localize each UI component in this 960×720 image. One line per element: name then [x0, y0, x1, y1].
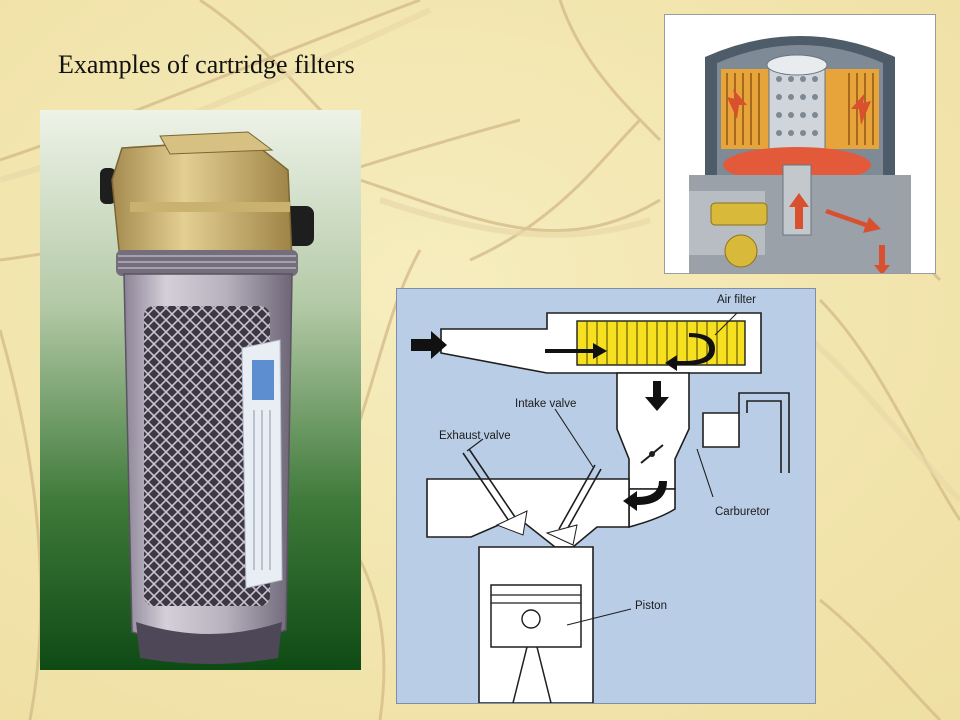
exhaust-valve-label: Exhaust valve [439, 430, 511, 442]
engine-air-filter-diagram: Air filter Intake valve Exhaust valve Ca… [396, 288, 816, 704]
carburetor-label: Carburetor [715, 506, 770, 518]
slide-title: Examples of cartridge filters [58, 50, 355, 79]
oil-filter-cutaway [664, 14, 936, 274]
intake-valve-label: Intake valve [515, 398, 576, 410]
water-filter-photo [40, 110, 361, 670]
piston-label: Piston [635, 600, 667, 612]
air-filter-label: Air filter [717, 294, 756, 306]
